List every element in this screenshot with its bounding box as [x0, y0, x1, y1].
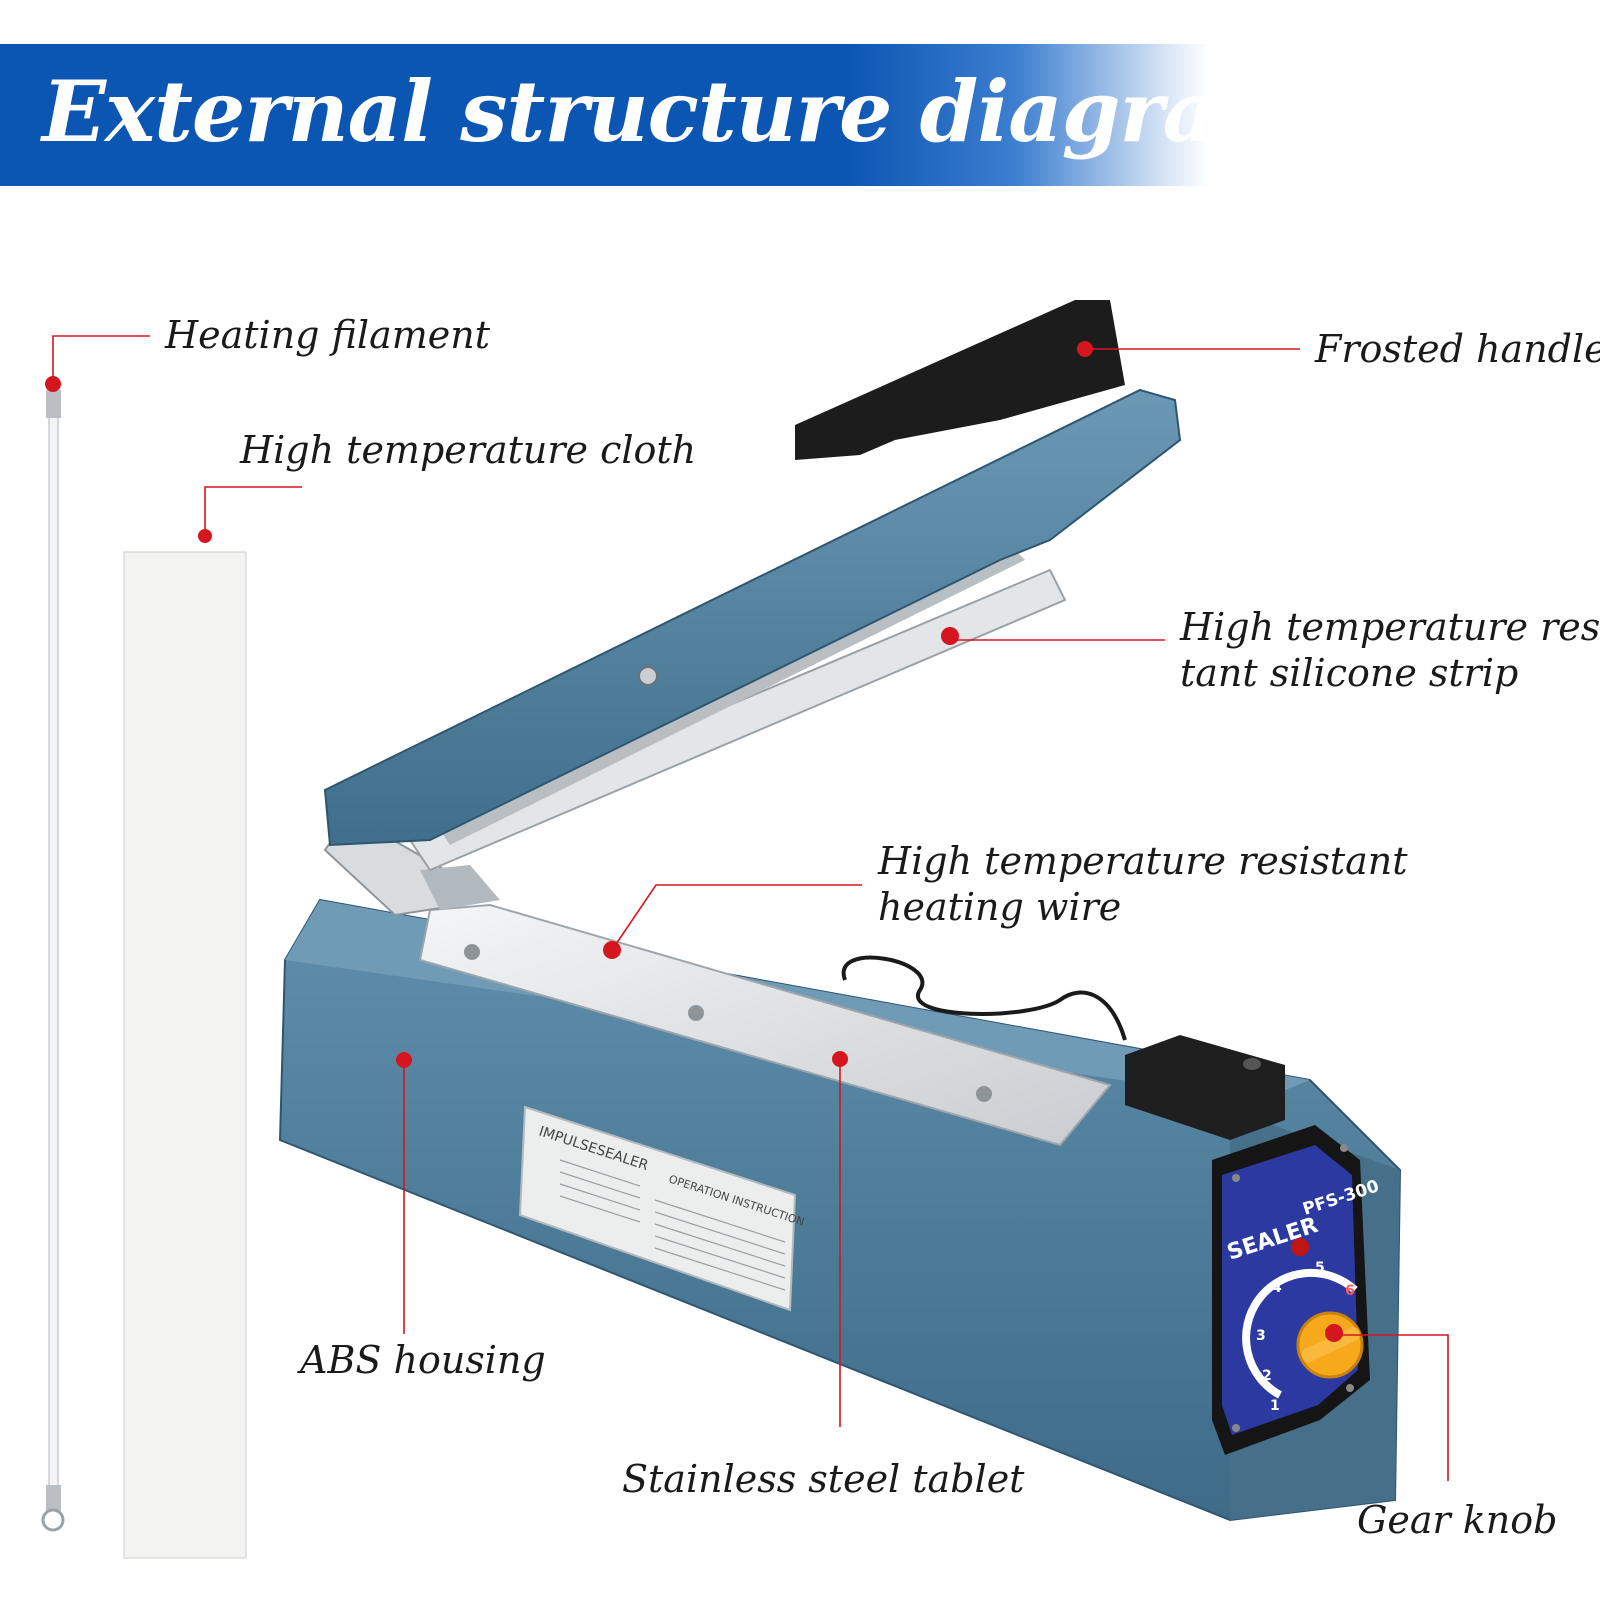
label-silicone-strip-line1: High temperature resis-: [1180, 605, 1600, 649]
label-frosted-handle: Frosted handle: [1315, 327, 1600, 371]
svg-text:5: 5: [1315, 1260, 1325, 1276]
heating-filament-part: [41, 390, 65, 1532]
label-stainless-steel-tablet: Stainless steel tablet: [622, 1457, 1025, 1501]
high-temperature-cloth-part: [123, 551, 247, 1559]
control-panel: SEALER PFS-300 1 2 3 4 5 6: [1212, 1125, 1382, 1455]
label-abs-housing: ABS housing: [300, 1338, 546, 1382]
label-heating-wire-line1: High temperature resistant: [878, 839, 1408, 883]
upper-arm: [323, 388, 1182, 872]
label-silicone-strip: High temperature resis- tant silicone st…: [1180, 604, 1600, 697]
svg-text:6: 6: [1345, 1283, 1355, 1299]
label-heating-wire-line2: heating wire: [878, 885, 1122, 930]
title-banner: External structure diagram: [0, 44, 1305, 186]
indicator-light: [1291, 1238, 1309, 1256]
frosted-handle-part: [795, 300, 1125, 460]
label-heating-wire: High temperature resistant heating wire: [878, 838, 1408, 931]
gear-knob-part: [1296, 1311, 1364, 1379]
label-heating-filament: Heating filament: [165, 313, 491, 357]
svg-text:2: 2: [1262, 1368, 1272, 1384]
stainless-steel-tablet-part: [418, 903, 1112, 1147]
callout-dots: [45, 341, 1343, 1342]
label-gear-knob: Gear knob: [1357, 1498, 1558, 1542]
dial-numbers: 1 2 3 4 5 6: [1256, 1260, 1355, 1414]
svg-text:1: 1: [1270, 1398, 1280, 1414]
leader-lines: [52, 335, 1449, 1481]
svg-text:4: 4: [1272, 1280, 1282, 1296]
svg-text:3: 3: [1256, 1328, 1266, 1344]
label-high-temperature-cloth: High temperature cloth: [240, 428, 697, 472]
page-title: External structure diagram: [42, 62, 1305, 161]
label-silicone-strip-line2: tant silicone strip: [1180, 651, 1519, 696]
nameplate-fine-print: [559, 1159, 786, 1291]
